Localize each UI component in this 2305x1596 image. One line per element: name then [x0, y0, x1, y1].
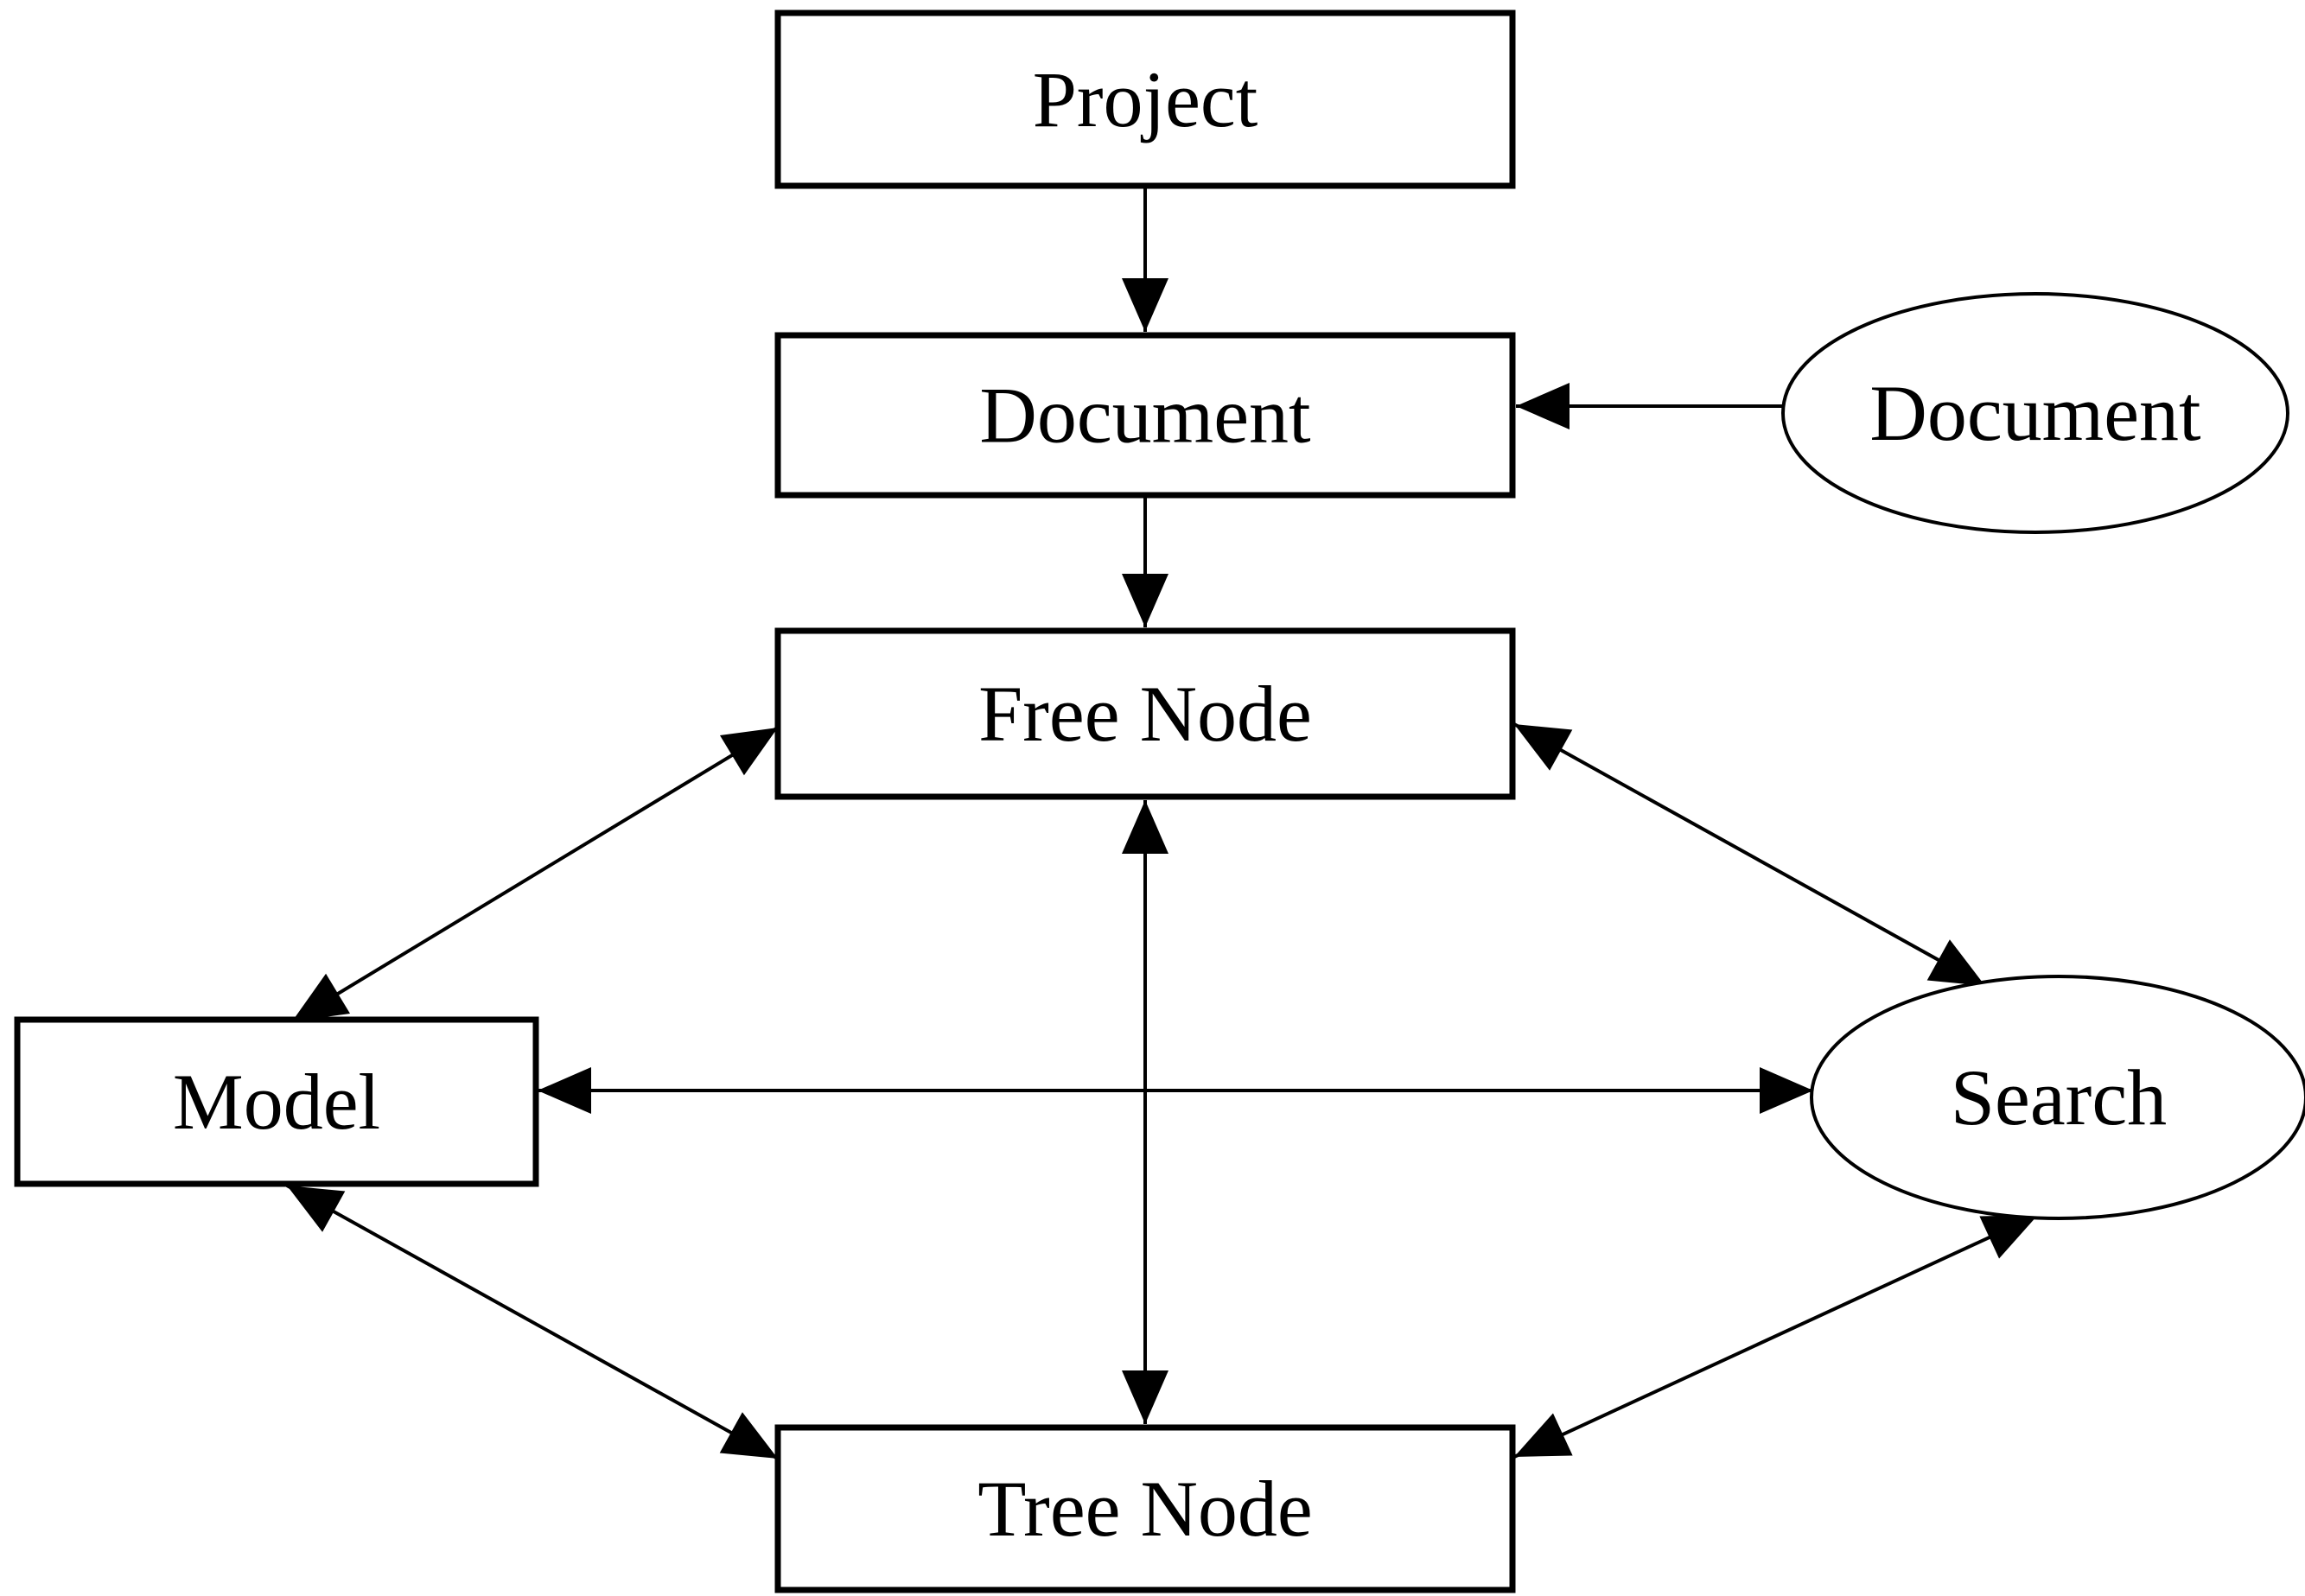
arrowhead-icon [1979, 1215, 2038, 1259]
arrowhead-icon [1122, 278, 1168, 332]
node-tree-node [774, 1424, 1516, 1593]
node-model [14, 1016, 539, 1187]
node-document-box [774, 332, 1516, 499]
arrowhead-icon [1514, 1413, 1573, 1457]
node-free-node [774, 627, 1516, 800]
node-free-node-label: Free Node [978, 670, 1312, 758]
edge-search-treenode [1513, 1213, 2039, 1459]
node-document-ellipse-label: Document [1869, 369, 2201, 457]
arrowhead-icon [1926, 939, 1985, 986]
node-document-box-label: Document [979, 372, 1311, 460]
edge-model-freenode [290, 726, 780, 1023]
edge-model-treenode [286, 1184, 779, 1460]
node-tree-node-label: Tree Node [977, 1465, 1313, 1553]
arrowhead-icon [1122, 1370, 1168, 1424]
node-document-ellipse [1781, 292, 2289, 534]
node-model-label: Model [173, 1058, 380, 1146]
arrowhead-icon [1122, 574, 1168, 627]
node-project [774, 10, 1516, 189]
arrowhead-icon [538, 1067, 591, 1114]
arrowhead-icon [292, 973, 351, 1021]
arrowhead-icon [719, 728, 778, 776]
arrowhead-icon [1760, 1067, 1813, 1114]
edge-freenode-search [1513, 722, 1986, 988]
arrowhead-icon [719, 1412, 778, 1459]
arrowhead-icon [1514, 724, 1573, 771]
node-search [1810, 975, 2305, 1220]
arrowhead-icon [1516, 383, 1570, 429]
arrowhead-icon [287, 1186, 346, 1232]
node-search-label: Search [1951, 1053, 2167, 1141]
node-project-label: Project [1033, 55, 1258, 143]
arrowhead-icon [1122, 800, 1168, 854]
